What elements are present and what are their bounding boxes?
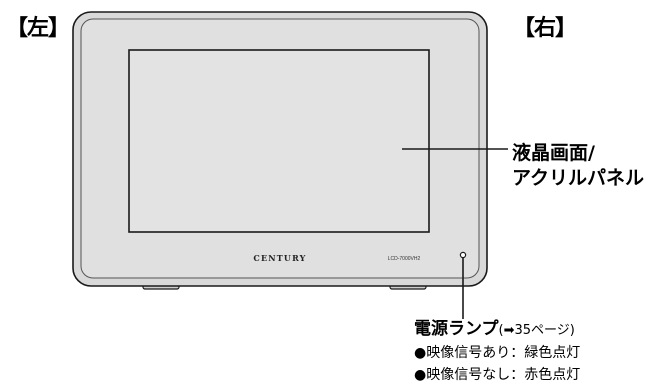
model-number: LCD-7000VH2 xyxy=(388,256,421,262)
lcd-screen xyxy=(128,49,430,233)
brand-logo: CENTURY xyxy=(253,253,306,263)
lcd-callout-line2: アクリルパネル xyxy=(512,167,645,189)
right-side-label: 【右】 xyxy=(513,16,577,41)
power-lamp-signal-on: ●映像信号あり：緑色点灯 xyxy=(414,345,581,361)
lcd-callout: 液晶画面/ アクリルパネル xyxy=(512,141,644,191)
left-side-label: 【左】 xyxy=(6,16,70,41)
power-lamp xyxy=(459,251,467,259)
lcd-callout-line1: 液晶画面/ xyxy=(512,142,595,164)
power-lamp-callout: 電源ランプ(➡35ページ) ●映像信号あり：緑色点灯 ●映像信号なし：赤色点灯 xyxy=(414,318,580,386)
power-lamp-title: 電源ランプ(➡35ページ) xyxy=(414,318,580,342)
power-lamp-title-text: 電源ランプ xyxy=(414,319,499,339)
power-lamp-signal-off: ●映像信号なし：赤色点灯 xyxy=(414,367,581,383)
power-lamp-page-ref: (➡35ページ) xyxy=(498,323,575,338)
